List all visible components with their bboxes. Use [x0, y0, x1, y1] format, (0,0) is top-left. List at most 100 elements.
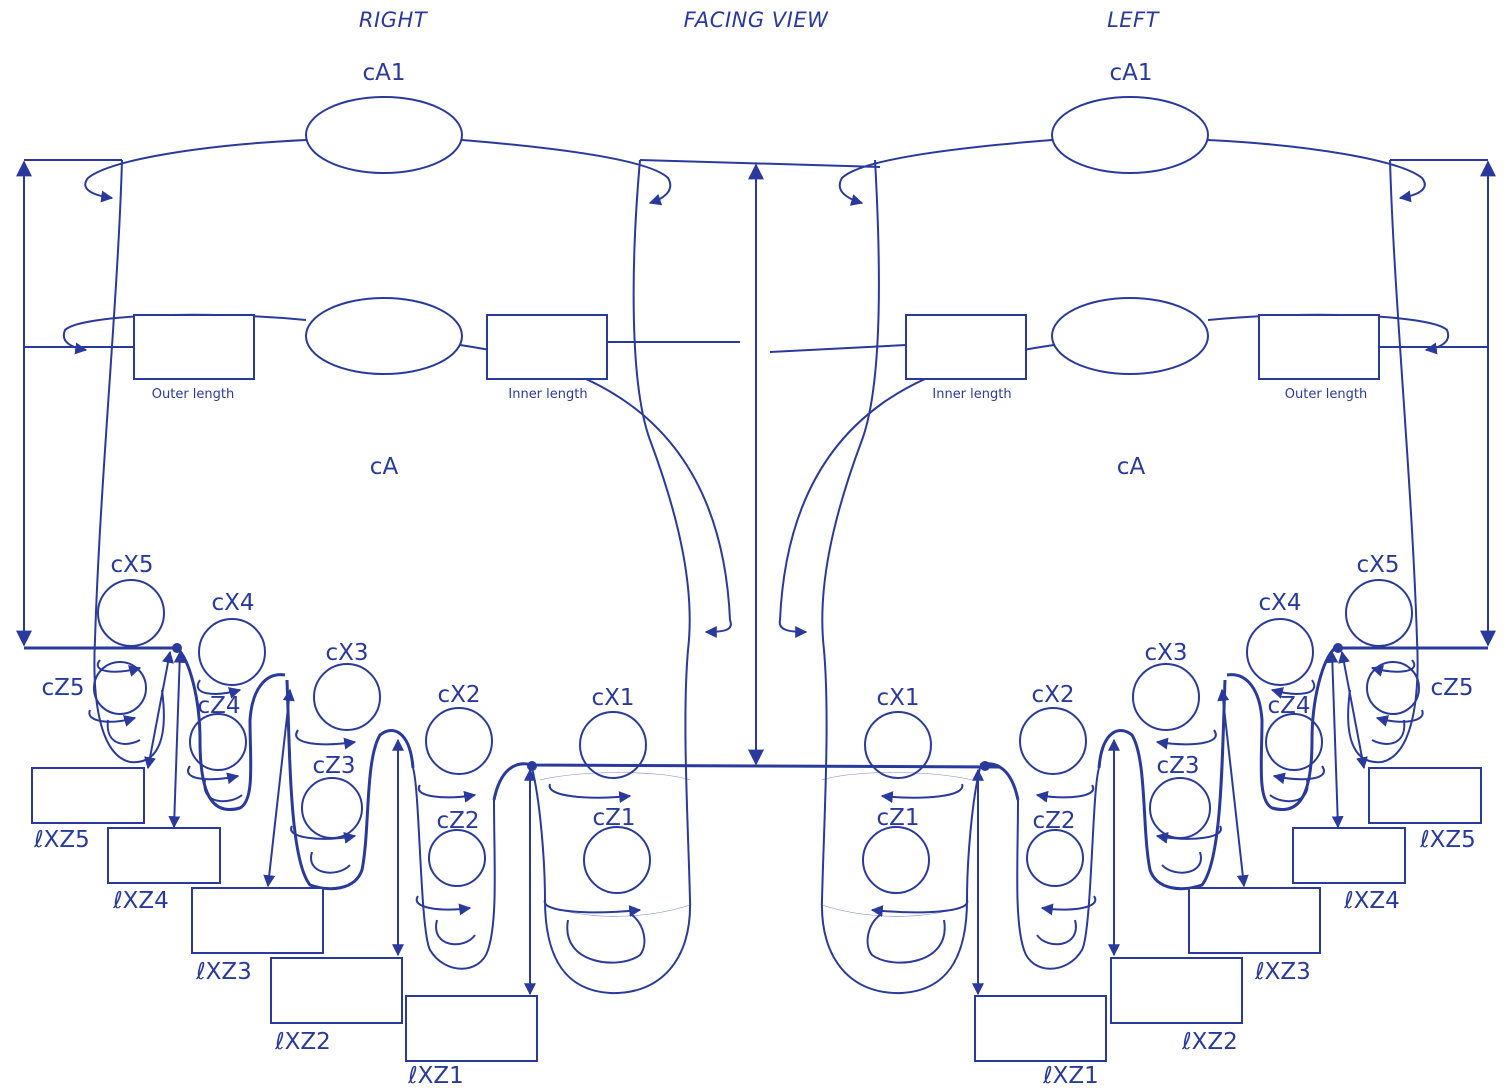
left-cA-ellipse	[1051, 297, 1209, 375]
left-inner-length-box[interactable]	[905, 314, 1027, 380]
right-cX5-circle	[97, 579, 165, 647]
right-exz4-label: ℓXZ4	[112, 888, 169, 914]
left-cX2-circle	[1019, 707, 1087, 775]
right-outer-length-box[interactable]	[133, 314, 255, 380]
left-cZ2-label: cZ2	[1032, 808, 1075, 834]
right-cA1-label: cA1	[362, 60, 405, 86]
left-inner-length-leader	[769, 344, 907, 353]
right-exz5-label: ℓXZ5	[33, 827, 90, 853]
right-foot: cA1 cA Outer length Inner length cX5 cX4…	[16, 60, 1001, 1088]
right-xz5-arrow	[144, 650, 174, 770]
right-cZ1-label: cZ1	[592, 805, 635, 831]
right-cX5-label: cX5	[110, 552, 153, 578]
right-cZ1-circle	[583, 826, 651, 894]
right-cA1-wrap-left	[84, 139, 307, 203]
left-exz5-label: ℓXZ5	[1419, 827, 1476, 853]
right-cX1-label: cX1	[591, 685, 634, 711]
right-toe2-outline	[412, 767, 496, 970]
left-cA-label: cA	[1117, 454, 1146, 480]
left-cX1-label: cX1	[876, 685, 919, 711]
right-cA1-wrap-right	[461, 139, 672, 206]
left-exz5-box[interactable]	[1368, 767, 1482, 824]
right-exz4-box[interactable]	[107, 827, 221, 884]
right-cA1-ellipse	[305, 96, 463, 174]
left-cX3-circle	[1132, 663, 1200, 731]
left-cA-wrap-left	[778, 344, 1055, 638]
right-cX4-circle	[198, 618, 266, 686]
left-toe-gap-4	[1226, 646, 1337, 811]
left-cX2-label: cX2	[1031, 682, 1074, 708]
left-cZ1-label: cZ1	[876, 805, 919, 831]
right-inner-length-label: Inner length	[508, 387, 587, 402]
left-cZ4-label: cZ4	[1267, 693, 1310, 719]
left-cZ4-circle	[1265, 713, 1323, 771]
right-cX3-label: cX3	[325, 640, 368, 666]
right-exz3-box[interactable]	[191, 887, 324, 954]
right-cX4-label: cX4	[211, 590, 254, 616]
left-exz2-box[interactable]	[1110, 957, 1243, 1024]
left-inner-length-label: Inner length	[932, 387, 1011, 402]
right-cZ3-label: cZ3	[312, 753, 355, 779]
right-exz1-box[interactable]	[405, 995, 538, 1062]
left-exz4-box[interactable]	[1292, 827, 1406, 884]
header-facing-view: FACING VIEW	[684, 8, 830, 32]
left-xz3-arrow	[1217, 688, 1249, 888]
right-inner-length-box[interactable]	[486, 314, 608, 380]
right-toe-gap-1	[492, 762, 1001, 801]
left-cA1-wrap-left	[838, 139, 1053, 206]
header-right: RIGHT	[359, 8, 429, 32]
left-cA1-label: cA1	[1109, 60, 1152, 86]
left-cZ5-label: cZ5	[1430, 675, 1473, 701]
left-cA1-wrap-right	[1207, 139, 1426, 203]
header-left: LEFT	[1107, 8, 1161, 32]
right-xz4-arrow	[168, 650, 186, 829]
right-cZ4-label: cZ4	[197, 693, 240, 719]
center-top-line	[639, 159, 881, 168]
left-exz3-box[interactable]	[1188, 887, 1321, 954]
left-cA1-ellipse	[1051, 96, 1209, 174]
right-toe-gap-4	[175, 646, 286, 811]
right-cX1-circle	[579, 711, 647, 779]
left-outer-length-box[interactable]	[1258, 314, 1380, 380]
right-cX2-label: cX2	[437, 682, 480, 708]
left-cX3-label: cX3	[1144, 640, 1187, 666]
right-cX3-circle	[313, 663, 381, 731]
left-exz1-box[interactable]	[974, 995, 1107, 1062]
left-cZ3-circle	[1149, 777, 1211, 839]
right-cA-wrap-right	[459, 344, 732, 638]
left-cZ2-circle	[1026, 829, 1084, 887]
left-cX4-label: cX4	[1258, 590, 1301, 616]
right-exz3-label: ℓXZ3	[195, 959, 252, 985]
right-cZ2-label: cZ2	[436, 808, 479, 834]
right-exz2-box[interactable]	[270, 957, 403, 1024]
right-cZ4-circle	[189, 713, 247, 771]
left-exz3-label: ℓXZ3	[1254, 959, 1311, 985]
left-foot: cA1 cA Outer length Inner length cX5 cX4…	[769, 60, 1496, 1088]
right-exz1-label: ℓXZ1	[407, 1063, 464, 1088]
right-exz2-label: ℓXZ2	[274, 1029, 331, 1055]
left-toe2-outline	[1016, 767, 1100, 970]
left-cZ1-circle	[862, 826, 930, 894]
right-cZ5-label: cZ5	[41, 675, 84, 701]
right-cA-ellipse	[305, 297, 463, 375]
left-cX1-circle	[864, 711, 932, 779]
right-cA-label: cA	[370, 454, 399, 480]
center-inner-length	[639, 159, 881, 766]
right-outer-length-label: Outer length	[152, 387, 234, 402]
right-cZ3-circle	[301, 777, 363, 839]
left-outer-length-label: Outer length	[1285, 387, 1367, 402]
left-cX4-circle	[1246, 618, 1314, 686]
left-xz5-arrow	[1338, 650, 1368, 770]
left-xz4-arrow	[1326, 650, 1344, 829]
left-cX5-label: cX5	[1356, 552, 1399, 578]
left-exz1-label: ℓXZ1	[1042, 1063, 1099, 1088]
left-cX5-circle	[1345, 579, 1413, 647]
right-xz3-arrow	[263, 688, 295, 888]
left-cZ3-label: cZ3	[1156, 753, 1199, 779]
right-cZ2-circle	[428, 829, 486, 887]
right-exz5-box[interactable]	[31, 767, 145, 824]
right-cX2-circle	[425, 707, 493, 775]
left-exz2-label: ℓXZ2	[1181, 1029, 1238, 1055]
left-exz4-label: ℓXZ4	[1343, 888, 1400, 914]
